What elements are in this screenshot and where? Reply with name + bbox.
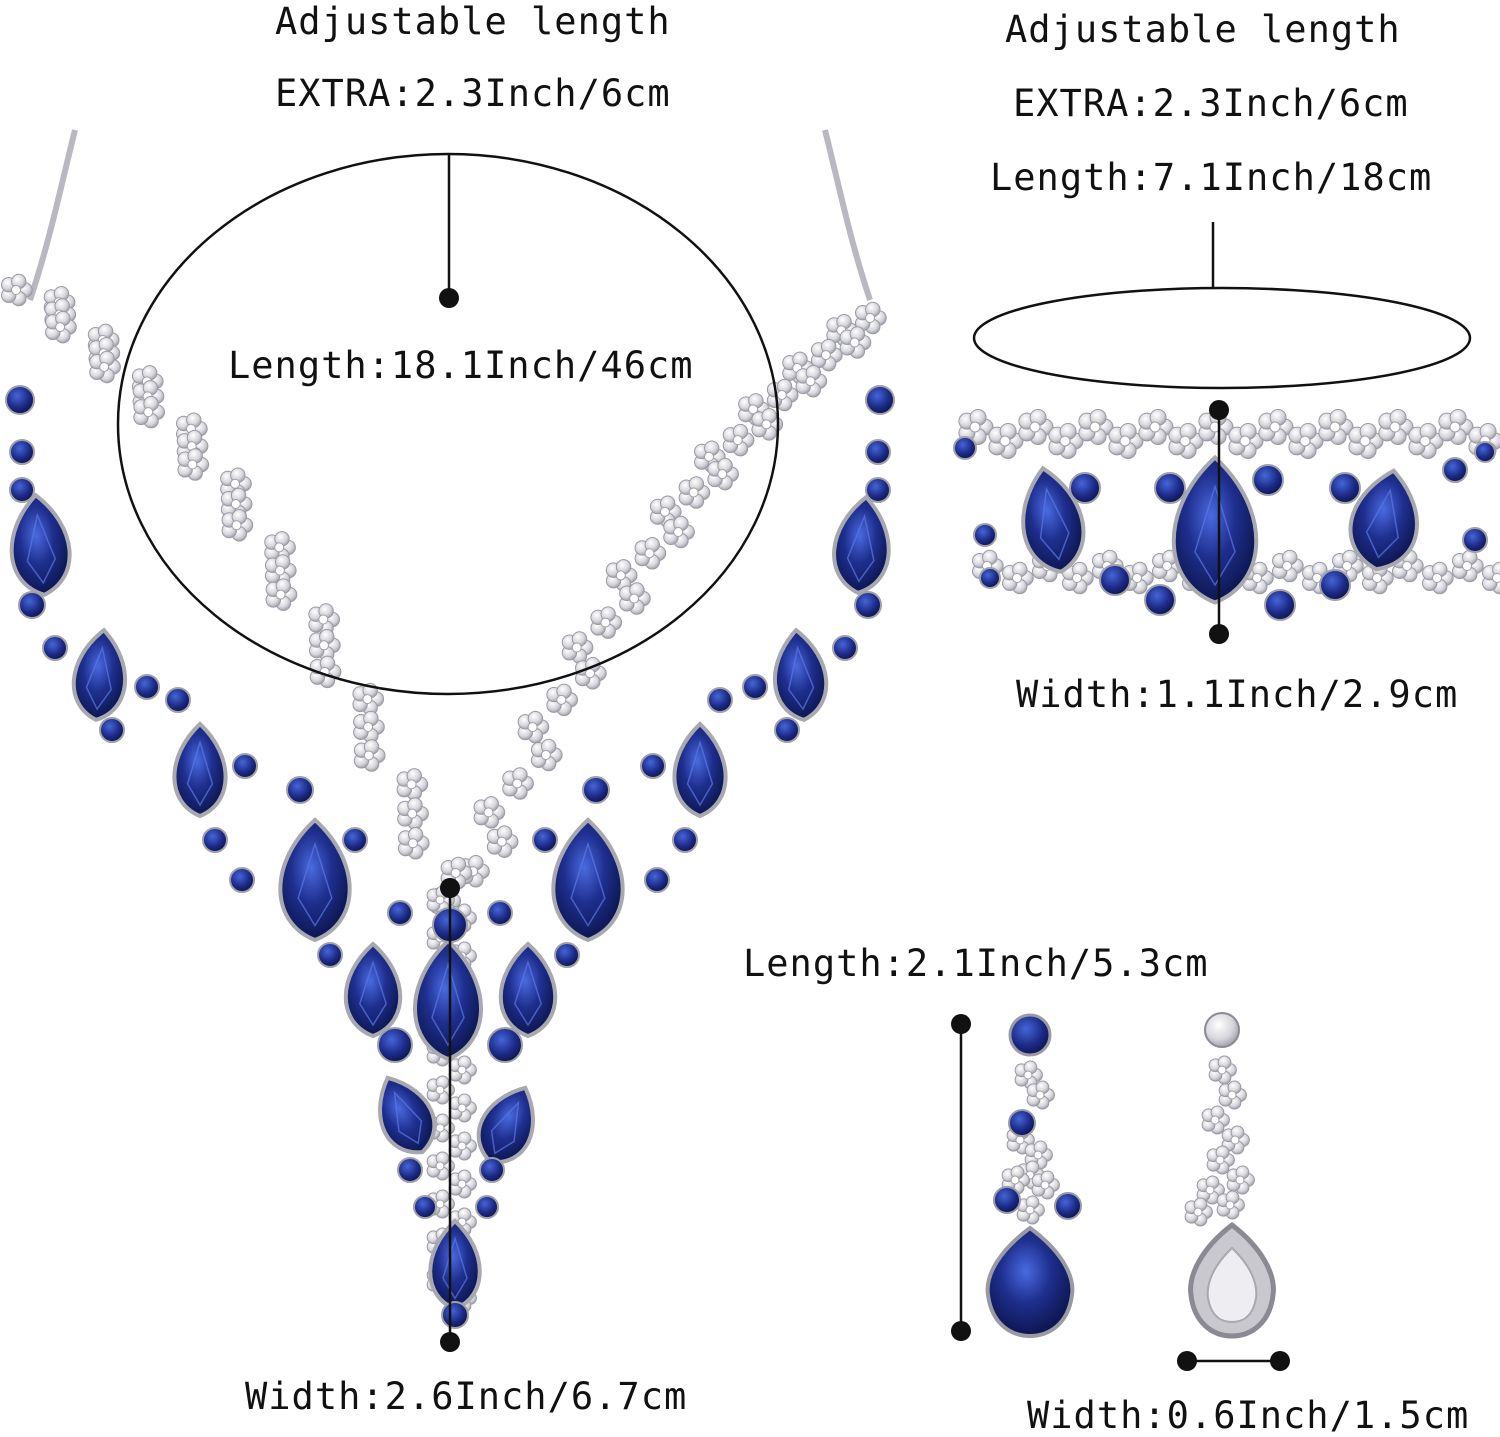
necklace-width-dot-top (440, 878, 460, 898)
earring-width-dot-left (1177, 1351, 1197, 1371)
earring-length-dot-top (951, 1014, 971, 1034)
necklace-length-diagram (118, 153, 778, 694)
necklace-extra-label: EXTRA:2.3Inch/6cm (275, 72, 671, 115)
necklace-adjustable-label: Adjustable length (275, 0, 671, 43)
bracelet-width-dot-top (1209, 400, 1229, 420)
necklace-silver-frame (2, 274, 887, 1312)
bracelet (954, 222, 1500, 644)
earring-width-label: Width:0.6Inch/1.5cm (1027, 1394, 1469, 1437)
bracelet-width-dot-bottom (1209, 624, 1229, 644)
earring-width-dot-right (1270, 1351, 1290, 1371)
bracelet-length-label: Length:7.1Inch/18cm (990, 156, 1432, 199)
bracelet-adjustable-label: Adjustable length (1005, 8, 1401, 51)
earring-front (988, 1015, 1081, 1336)
necklace-width-dot-bottom (440, 1332, 460, 1352)
bracelet-width-label: Width:1.1Inch/2.9cm (1016, 673, 1458, 716)
bracelet-length-ellipse (974, 288, 1470, 388)
necklace-width-label: Width:2.6Inch/6.7cm (245, 1375, 687, 1418)
necklace-length-label: Length:18.1Inch/46cm (228, 344, 694, 387)
necklace-pointer-dot (439, 288, 459, 308)
earrings (951, 1013, 1290, 1371)
bracelet-gems (954, 437, 1495, 620)
bracelet-extra-label: EXTRA:2.3Inch/6cm (1013, 82, 1409, 125)
earring-back (1185, 1013, 1273, 1336)
earring-length-label: Length:2.1Inch/5.3cm (743, 942, 1209, 985)
earring-length-dot-bottom (951, 1321, 971, 1341)
